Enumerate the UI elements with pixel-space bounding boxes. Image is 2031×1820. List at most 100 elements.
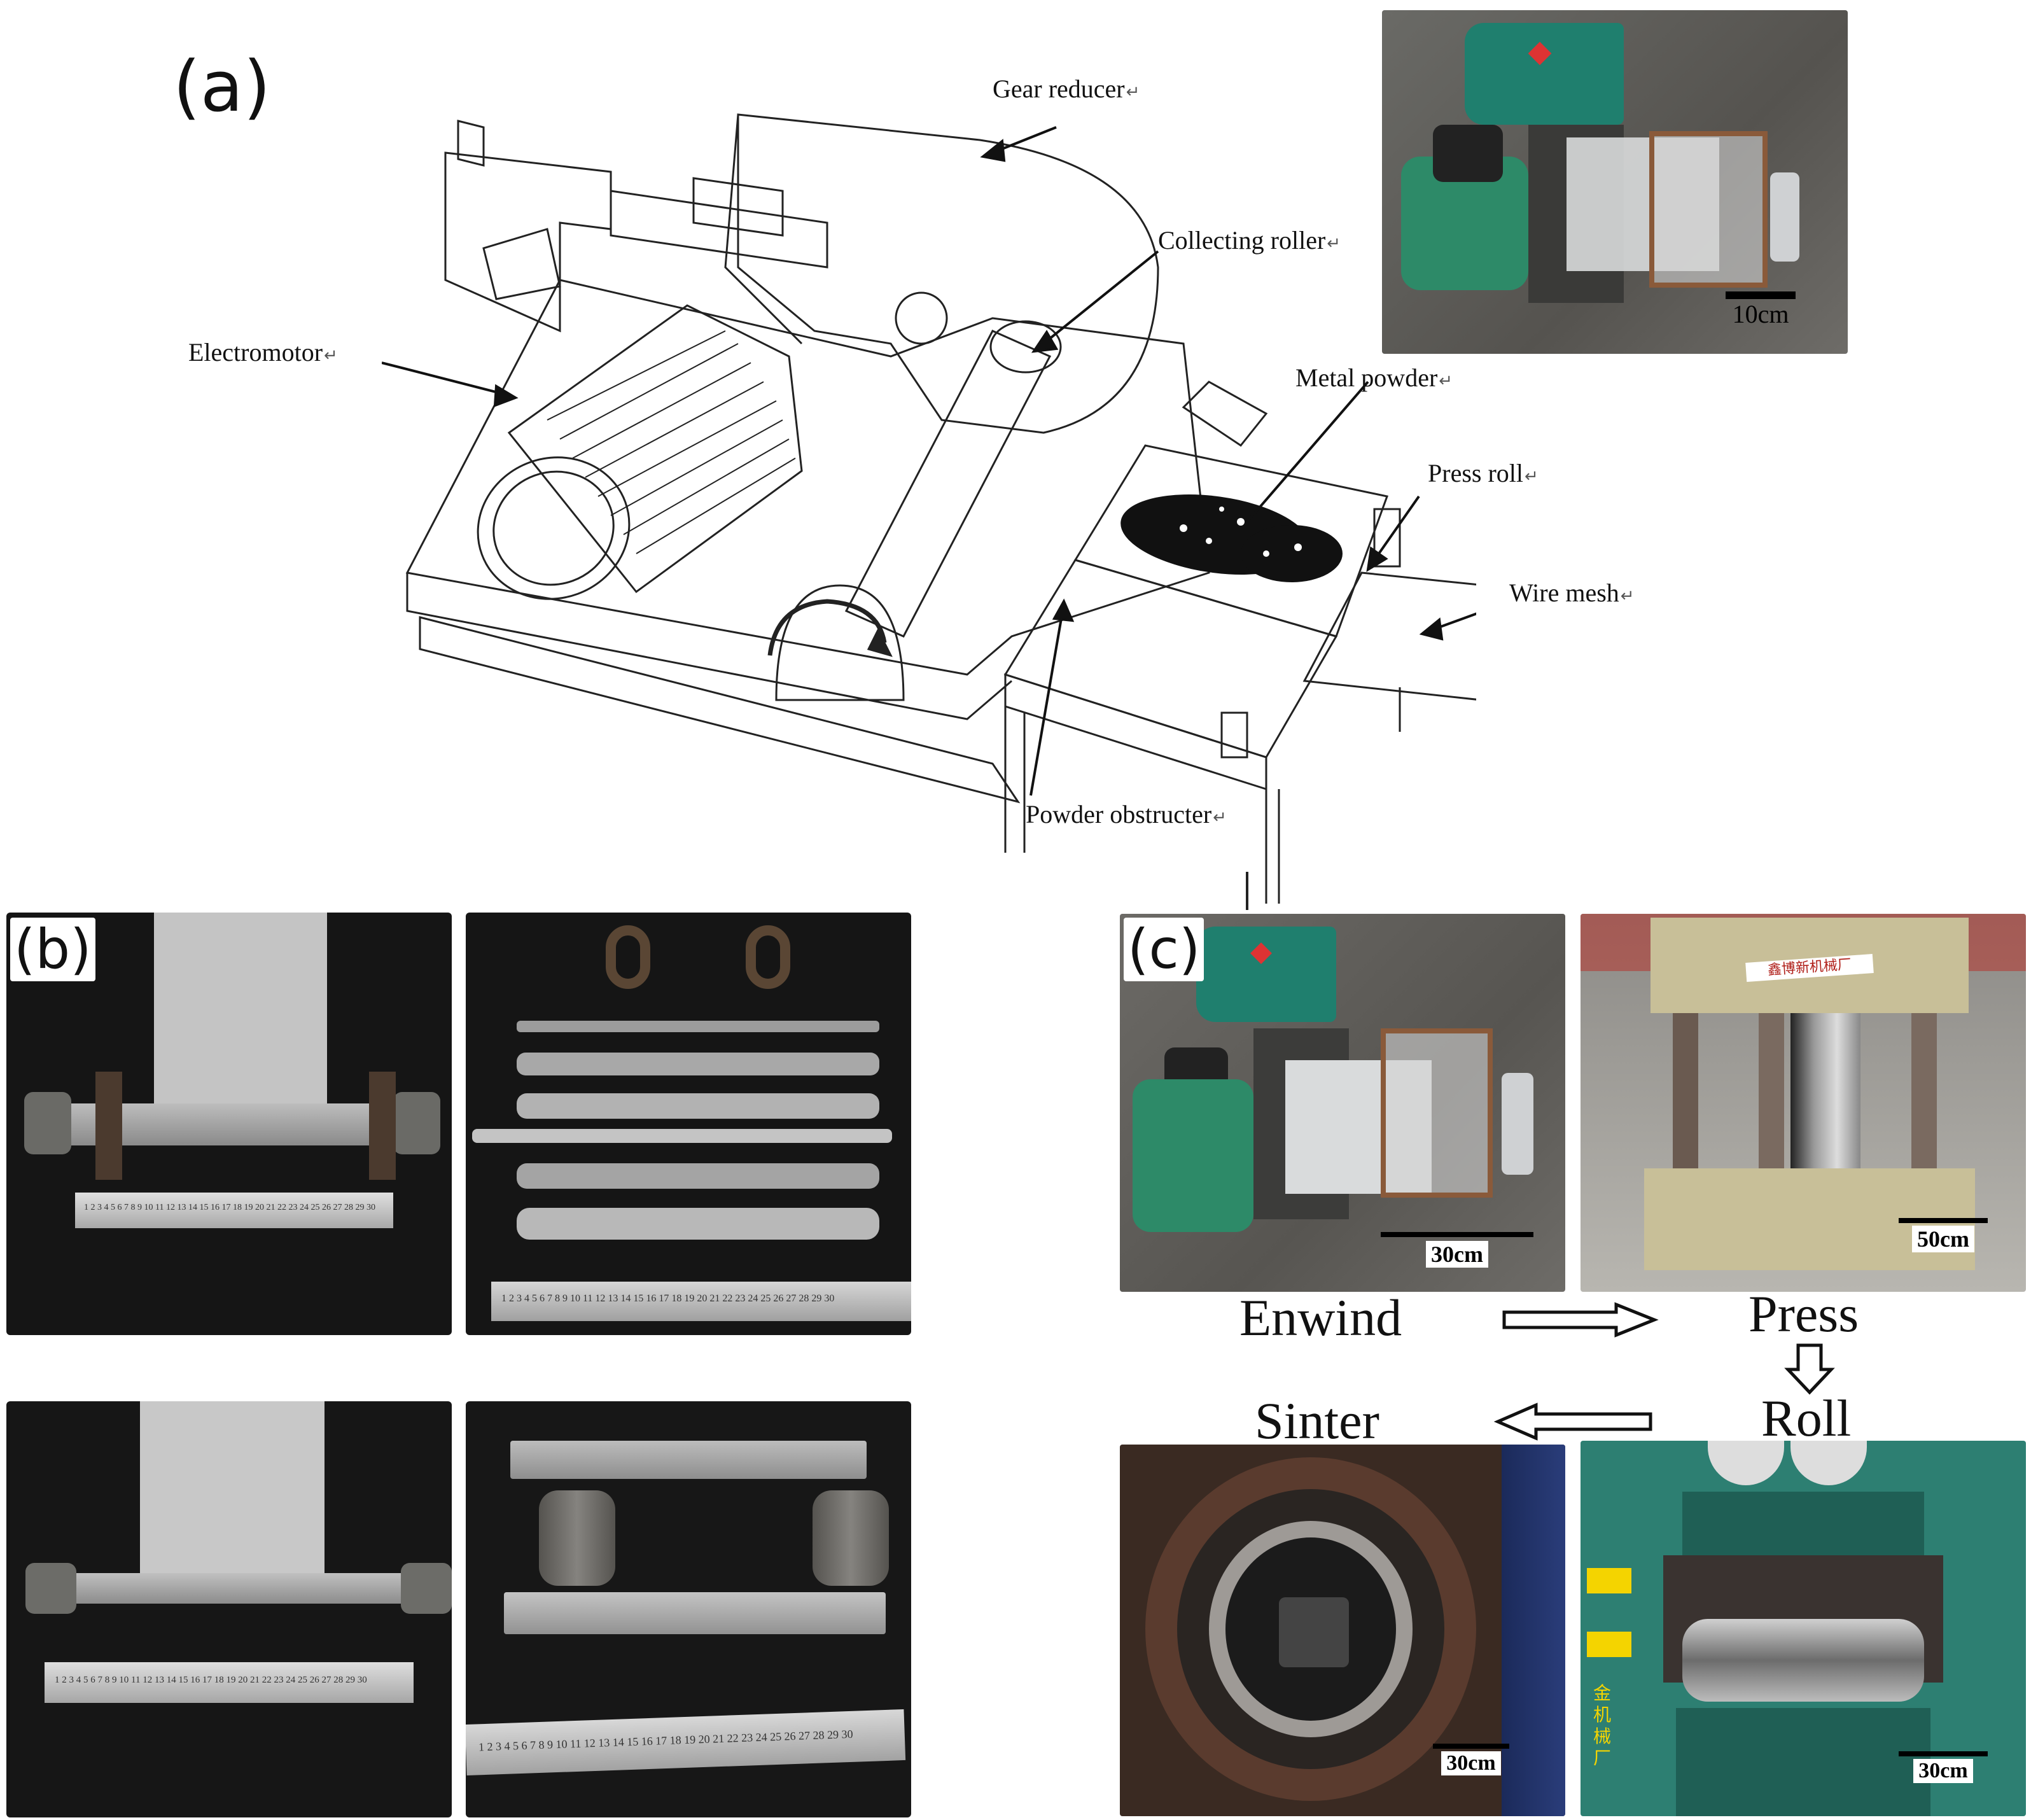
return-mark: ↵	[1213, 808, 1227, 827]
photo-roll: 金机械厂 30cm	[1581, 1441, 2026, 1816]
roll-cylinder	[1682, 1619, 1924, 1702]
gear-reducer-green	[1196, 927, 1336, 1022]
scale-bar-sinter: 30cm	[1433, 1744, 1509, 1775]
motor-dark-cap	[1433, 125, 1503, 182]
photo-flat-bars-and-blocks: 1 2 3 4 5 6 7 8 9 10 11 12 13 14 15 16 1…	[466, 1401, 911, 1817]
label-metal-powder: Metal powder↵	[1295, 363, 1453, 392]
rod-6	[517, 1208, 879, 1240]
gear-reducer-housing	[737, 113, 1159, 434]
scale-bar-enwind: 30cm	[1381, 1232, 1533, 1268]
clamp-piece-2	[746, 925, 790, 989]
press-ram	[1790, 1013, 1860, 1185]
label-press-roll: Press roll↵	[1428, 459, 1539, 487]
flat-bar	[57, 1573, 414, 1604]
panel-c-letter: (c)	[1124, 918, 1204, 981]
cylinder-block-right	[813, 1490, 889, 1586]
roll-gauge-right	[1790, 1441, 1867, 1485]
arrow-press-roll	[1373, 495, 1420, 561]
label-powder-obstructer: Powder obstructer↵	[1026, 800, 1227, 829]
rod-4	[472, 1129, 892, 1143]
return-mark: ↵	[1525, 467, 1539, 486]
step-label-enwind: Enwind	[1239, 1289, 1402, 1347]
press-column-2	[1759, 1013, 1784, 1185]
clamp-right	[369, 1072, 396, 1180]
furnace-fixture	[1279, 1597, 1349, 1667]
clamp-left	[95, 1072, 122, 1180]
scale-bar-label: 30cm	[1913, 1759, 1973, 1783]
ruler: 1 2 3 4 5 6 7 8 9 10 11 12 13 14 15 16 1…	[491, 1282, 911, 1321]
collecting-roller	[844, 330, 1052, 638]
press-column-3	[1911, 1013, 1937, 1185]
motor-green	[1133, 1079, 1253, 1232]
gear-reducer-green	[1465, 23, 1624, 125]
furnace-shell-right	[1502, 1445, 1565, 1816]
end-block-left	[25, 1563, 76, 1614]
press-roller	[1770, 172, 1799, 262]
scale-bar-label: 50cm	[1912, 1226, 1974, 1252]
end-cap-left	[24, 1092, 71, 1154]
scale-bar-line	[1381, 1232, 1533, 1237]
return-mark: ↵	[324, 346, 338, 365]
label-collecting-roller: Collecting roller↵	[1158, 226, 1341, 255]
end-cap-right	[393, 1092, 440, 1154]
rod-5	[517, 1163, 879, 1189]
photo-mesh-on-flat-bar: 1 2 3 4 5 6 7 8 9 10 11 12 13 14 15 16 1…	[6, 1401, 452, 1817]
scale-bar-line	[1433, 1744, 1509, 1749]
machine-line-drawing	[382, 113, 1476, 904]
label-electromotor: Electromotor↵	[188, 338, 338, 367]
base-frame	[405, 279, 1210, 676]
electromotor-endcap	[477, 456, 631, 600]
warning-sign-1	[1587, 1568, 1631, 1593]
press-column-1	[1673, 1013, 1698, 1185]
panel-a-letter: (a)	[173, 46, 271, 127]
roll-brand: 金机械厂	[1593, 1683, 1612, 1768]
rod-2	[517, 1053, 879, 1075]
return-mark: ↵	[1439, 372, 1453, 390]
wire-mesh-sheet	[1302, 571, 1476, 701]
roll-gauge-left	[1708, 1441, 1784, 1485]
scale-bar-label: 10cm	[1732, 300, 1789, 328]
flat-bar-bottom	[504, 1592, 886, 1634]
photo-rods-and-clamps: 1 2 3 4 5 6 7 8 9 10 11 12 13 14 15 16 1…	[466, 913, 911, 1335]
rod-1	[517, 1021, 879, 1032]
return-mark: ↵	[1620, 587, 1635, 605]
arrow-roll-to-sinter	[1493, 1403, 1652, 1441]
end-block-right	[401, 1563, 452, 1614]
arrow-press-to-roll	[1784, 1343, 1835, 1395]
panel-b-letter: (b)	[10, 918, 95, 981]
roll-base	[1676, 1708, 1930, 1816]
label-wire-mesh: Wire mesh↵	[1509, 578, 1635, 607]
rotation-arrow	[767, 599, 887, 656]
arrow-collecting-roller	[1042, 250, 1159, 345]
ruler: 1 2 3 4 5 6 7 8 9 10 11 12 13 14 15 16 1…	[75, 1193, 393, 1228]
tray-frame	[1381, 1028, 1493, 1198]
connector-line	[1246, 872, 1248, 910]
step-label-press: Press	[1748, 1285, 1859, 1343]
mesh-strip	[154, 913, 327, 1123]
press-roller	[1502, 1073, 1533, 1175]
clamp-bracket	[444, 151, 612, 333]
step-label-roll: Roll	[1761, 1389, 1852, 1447]
arrow-powder-obstructer	[1029, 610, 1064, 796]
scale-bar-roll: 30cm	[1899, 1751, 1988, 1783]
scale-bar-line	[1899, 1218, 1988, 1223]
arrow-enwind-to-press	[1502, 1302, 1659, 1338]
warning-sign-2	[1587, 1632, 1631, 1657]
ruler: 1 2 3 4 5 6 7 8 9 10 11 12 13 14 15 16 1…	[45, 1662, 414, 1703]
return-mark: ↵	[1126, 83, 1140, 101]
photo-press: 鑫博新机械厂 50cm	[1581, 914, 2026, 1292]
metal-powder-mass	[1120, 494, 1343, 582]
arrow-wire-mesh	[1431, 612, 1476, 631]
scale-bar-press: 50cm	[1899, 1218, 1988, 1252]
return-mark: ↵	[1327, 234, 1341, 253]
scale-bar-label: 30cm	[1441, 1751, 1501, 1775]
label-gear-reducer: Gear reducer↵	[993, 74, 1140, 103]
tray-frame	[1649, 131, 1768, 288]
inset-scale-bar: 10cm	[1726, 291, 1796, 329]
photo-sinter: 30cm	[1120, 1445, 1565, 1816]
photo-mesh-on-roller: 1 2 3 4 5 6 7 8 9 10 11 12 13 14 15 16 1…	[6, 913, 452, 1335]
inset-photo-enwinding-machine: 10cm	[1382, 10, 1848, 354]
scale-bar-line	[1726, 291, 1796, 299]
scale-bar-line	[1899, 1751, 1988, 1756]
